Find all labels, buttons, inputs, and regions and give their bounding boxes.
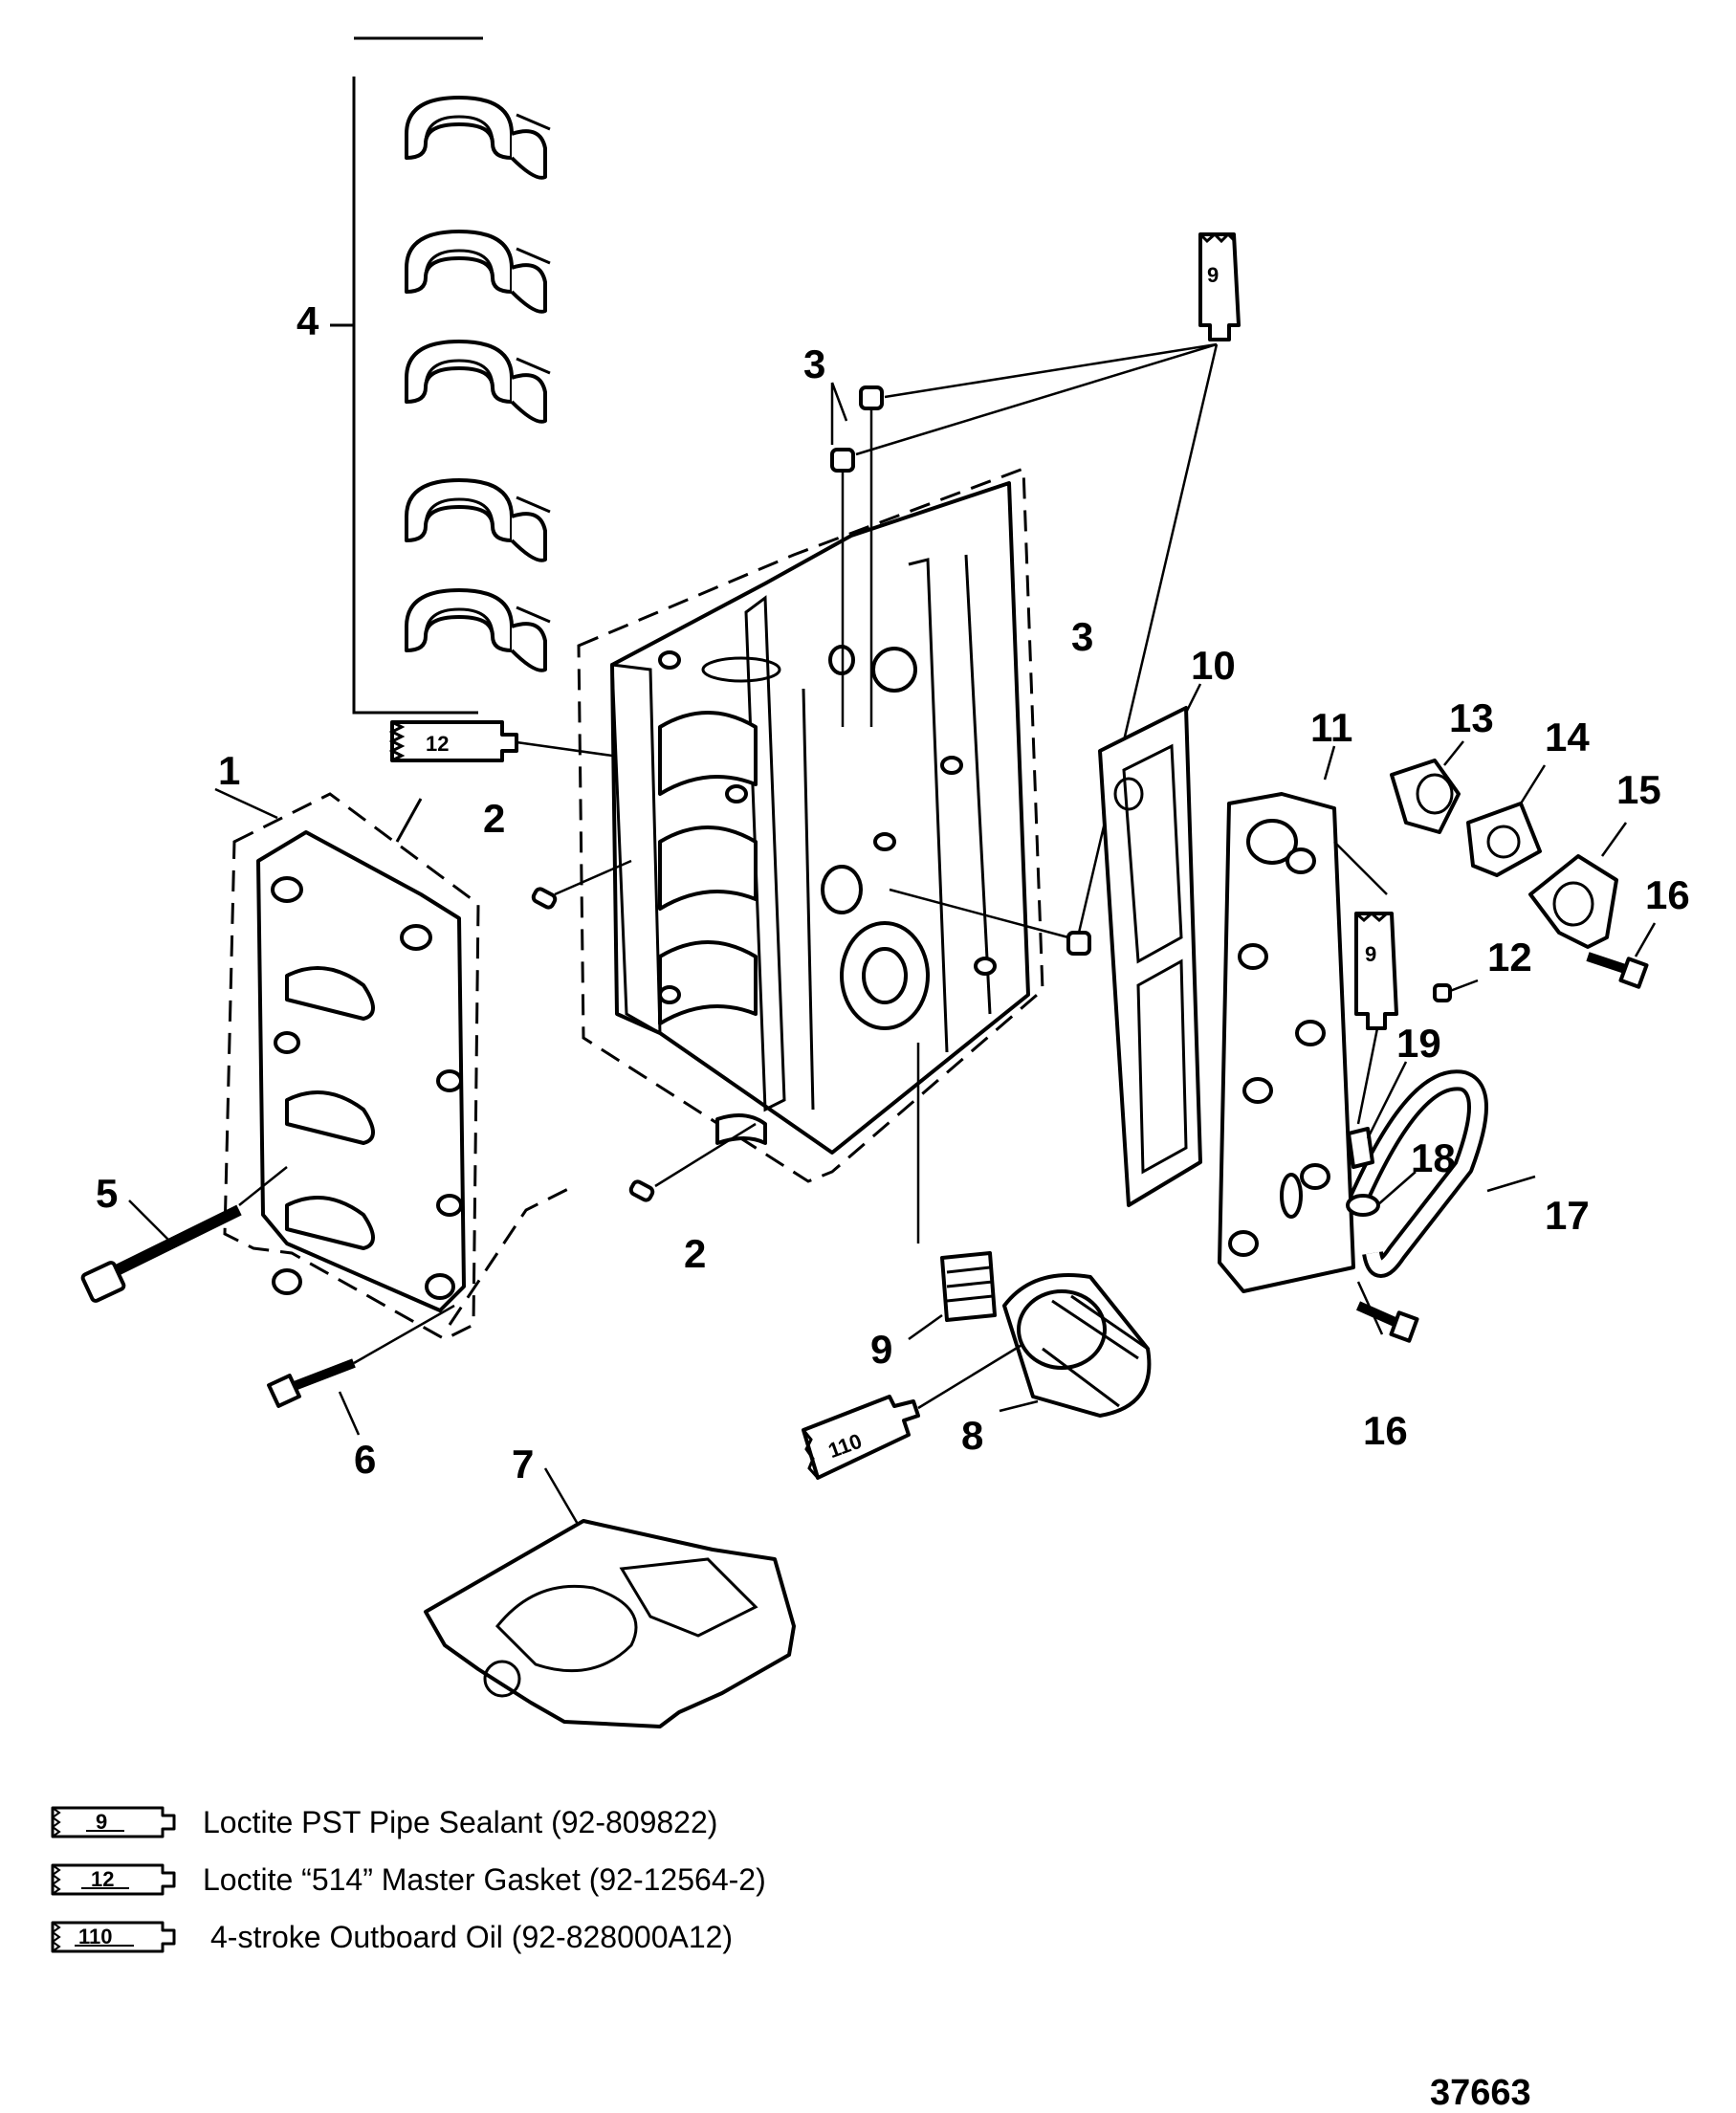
part-17-hose bbox=[1348, 1069, 1536, 1278]
part-12-plug bbox=[1433, 979, 1479, 1002]
legend-text-9: Loctite PST Pipe Sealant (92-809822) bbox=[203, 1805, 717, 1839]
callout-6: 6 bbox=[354, 1437, 376, 1482]
callout-12: 12 bbox=[1487, 935, 1532, 979]
legend-text-110: 4-stroke Outboard Oil (92-828000A12) bbox=[210, 1920, 733, 1954]
legend-row-12: 12 Loctite “514” Master Gasket (92-12564… bbox=[51, 1862, 766, 1897]
part-5-bolt bbox=[80, 1166, 288, 1303]
legend-row-9: 9 Loctite PST Pipe Sealant (92-809822) bbox=[51, 1805, 717, 1839]
sealant-tube-9-top: 9 bbox=[855, 231, 1241, 934]
callout-11: 11 bbox=[1310, 705, 1352, 750]
part-14-gasket bbox=[1466, 764, 1547, 877]
callout-14: 14 bbox=[1545, 715, 1590, 759]
callout-13: 13 bbox=[1449, 695, 1494, 740]
callout-16-upper: 16 bbox=[1645, 872, 1690, 917]
legend-text-12: Loctite “514” Master Gasket (92-12564-2) bbox=[203, 1862, 766, 1897]
legend-code-110: 110 bbox=[78, 1925, 113, 1948]
tube-9-top-label: 9 bbox=[1207, 263, 1219, 287]
callout-4: 4 bbox=[297, 298, 319, 343]
callout-2-lower: 2 bbox=[684, 1231, 706, 1276]
tube-9-side-label: 9 bbox=[1365, 942, 1376, 966]
cylinder-block bbox=[577, 466, 1044, 1183]
part-16-bolt-bottom bbox=[1355, 1281, 1419, 1343]
part-16-bolt-top bbox=[1586, 922, 1657, 989]
callout-8: 8 bbox=[961, 1413, 983, 1458]
part-8-oil-filter bbox=[999, 1273, 1152, 1418]
part-9-fitting bbox=[908, 1043, 997, 1341]
callout-7: 7 bbox=[512, 1442, 534, 1486]
legend-row-110: 110 4-stroke Outboard Oil (92-828000A12) bbox=[51, 1920, 733, 1954]
tube-12-label: 12 bbox=[426, 732, 449, 756]
part-19-fitting bbox=[1347, 1061, 1408, 1169]
part-15-housing bbox=[1528, 822, 1628, 949]
part-7-base-gasket bbox=[424, 1467, 796, 1728]
callout-19: 19 bbox=[1396, 1021, 1441, 1066]
callout-3-lower: 3 bbox=[1071, 614, 1093, 659]
callout-15: 15 bbox=[1616, 767, 1661, 812]
callout-18: 18 bbox=[1411, 1135, 1456, 1180]
callout-3-upper: 3 bbox=[803, 341, 825, 386]
figure-number: 37663 bbox=[1430, 2073, 1531, 2113]
sealant-tube-9-side: 9 bbox=[1354, 912, 1398, 1125]
callout-17: 17 bbox=[1545, 1193, 1590, 1238]
callout-16-lower: 16 bbox=[1363, 1408, 1408, 1453]
callout-labels: 1 2 2 3 3 4 5 6 7 8 9 10 11 12 13 14 15 … bbox=[96, 298, 1690, 1486]
callout-2-upper: 2 bbox=[483, 796, 505, 841]
legend-code-12: 12 bbox=[91, 1867, 114, 1891]
part-18-clamp bbox=[1346, 1171, 1417, 1217]
dowel-pins bbox=[531, 859, 757, 1202]
part-1-plate bbox=[214, 787, 480, 1341]
part-11-cover bbox=[1218, 745, 1388, 1293]
bearing-set bbox=[330, 36, 552, 715]
callout-5: 5 bbox=[96, 1171, 118, 1216]
part-10-gasket bbox=[1098, 683, 1202, 1207]
callout-1: 1 bbox=[218, 748, 240, 793]
sealant-tube-110: 110 bbox=[802, 1342, 1024, 1480]
legend-code-9: 9 bbox=[96, 1810, 107, 1834]
sealant-tube-12: 12 bbox=[388, 720, 613, 762]
plugs-3 bbox=[830, 385, 1091, 956]
callout-10: 10 bbox=[1191, 643, 1236, 688]
part-6-bolt bbox=[267, 1304, 455, 1436]
part-13-thermostat bbox=[1390, 740, 1464, 834]
legend: 9 Loctite PST Pipe Sealant (92-809822) 1… bbox=[51, 1805, 766, 1954]
callout-9: 9 bbox=[870, 1327, 892, 1372]
